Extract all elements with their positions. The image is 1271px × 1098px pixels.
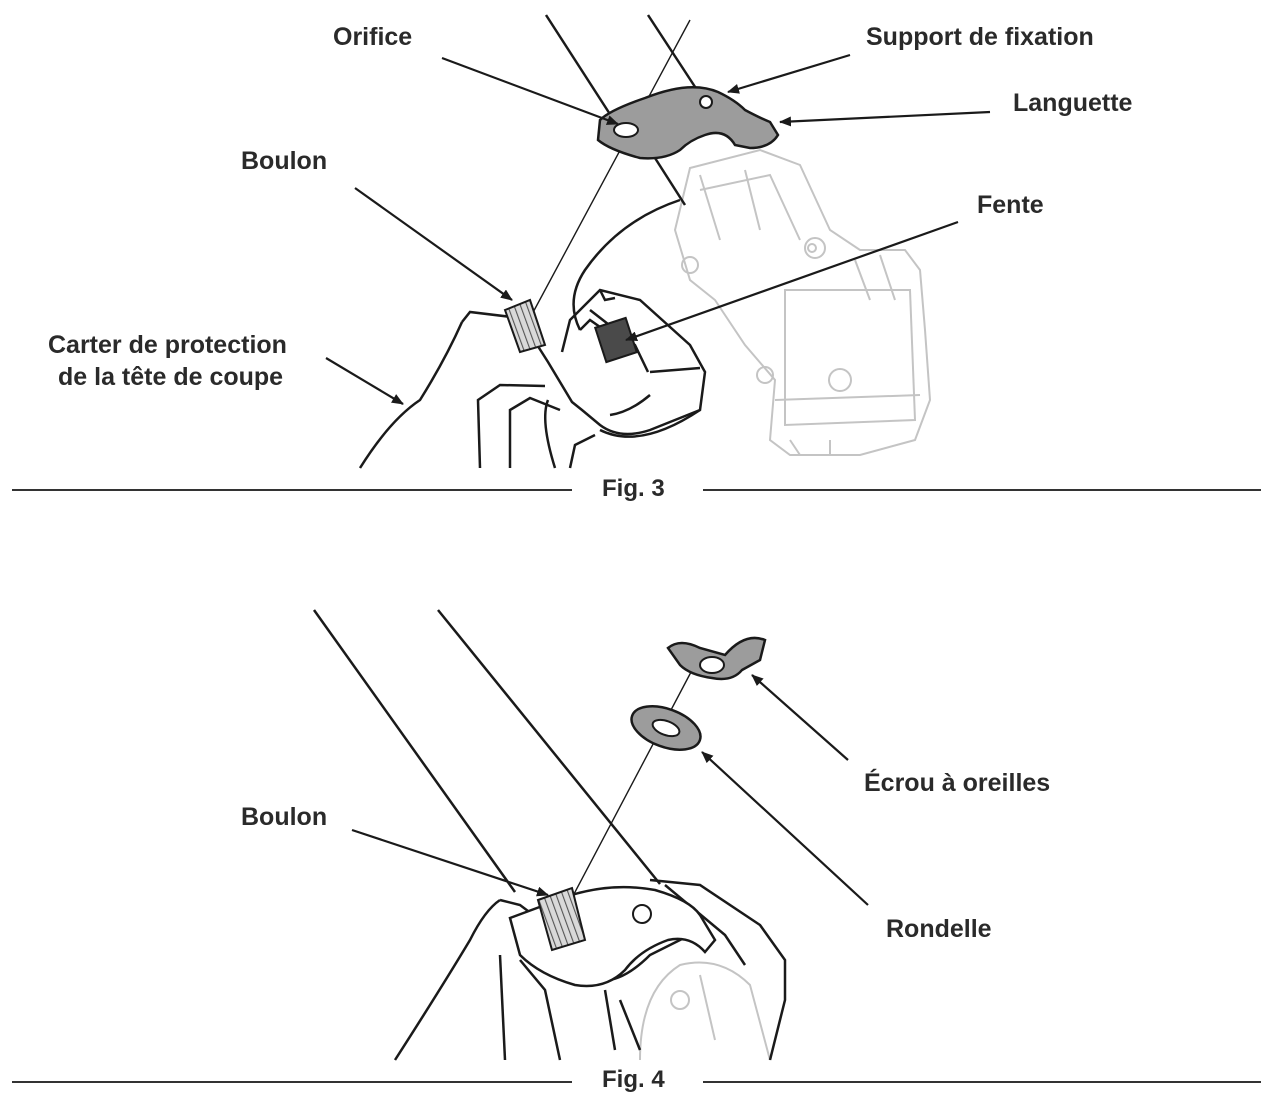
label-fente: Fente [977, 191, 1044, 219]
label-languette: Languette [1013, 89, 1133, 117]
label-carter-line1: Carter de protection [48, 331, 287, 359]
wing-nut [666, 636, 767, 681]
label-carter-line2: de la tête de coupe [58, 363, 284, 391]
bolt-fig4 [536, 886, 587, 952]
fig4-caption: Fig. 4 [602, 1066, 665, 1093]
fig3-leader-arrows [325, 53, 991, 405]
label-rondelle: Rondelle [886, 915, 992, 943]
washer [630, 705, 702, 751]
mounting-bracket [596, 86, 780, 160]
fig3-caption: Fig. 3 [602, 475, 665, 502]
slot-shape [593, 316, 639, 364]
label-orifice: Orifice [333, 23, 413, 51]
fig3-rule-left [12, 489, 572, 491]
bolt [503, 298, 547, 354]
trimmer-head-housing [673, 148, 932, 456]
cutting-head-guard [358, 288, 707, 469]
fig4-drawing [312, 609, 869, 1061]
bracket-hole-fig4 [632, 904, 652, 924]
trimmer-head-housing-fig4 [639, 961, 771, 1061]
alignment-line-fig4 [554, 654, 701, 931]
label-boulon: Boulon [241, 147, 328, 175]
alignment-line [529, 19, 691, 319]
fig4-leader-arrows [351, 674, 869, 906]
fig3-rule-right [703, 489, 1261, 491]
fig4-rule-right [703, 1081, 1261, 1083]
label-support-de-fixation: Support de fixation [866, 23, 1094, 51]
shaft-fig4 [312, 609, 661, 893]
fig3-drawing [325, 14, 991, 469]
fig4-rule-left [12, 1081, 572, 1083]
label-boulon-fig4: Boulon [241, 803, 328, 831]
tab-path-curve [572, 198, 681, 331]
label-ecrou-a-oreilles: Écrou à oreilles [864, 769, 1051, 797]
